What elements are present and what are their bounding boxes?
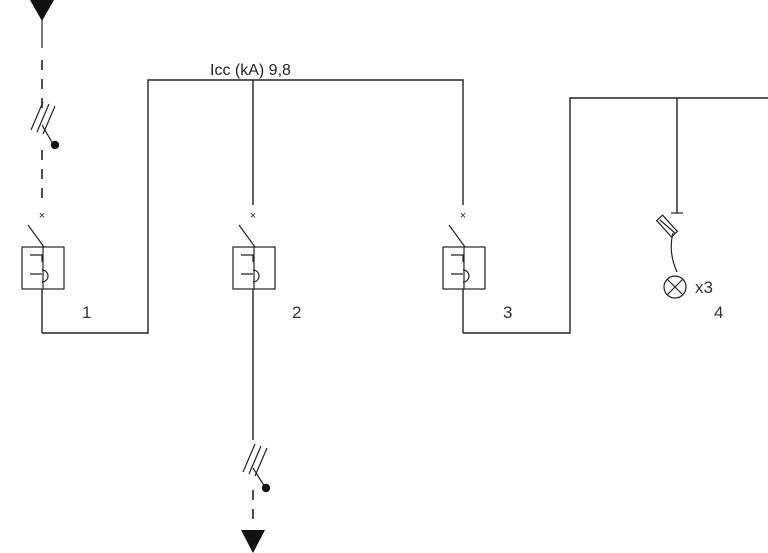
breaker-2-number: 2 [292,303,301,322]
svg-text:×: × [460,210,466,222]
three-phase-marker-icon [242,443,271,493]
outgoing-arrow-icon [241,530,265,553]
lamp-icon [663,275,687,299]
breaker-1: × [21,210,65,333]
lamp-multiplier: x3 [695,278,713,297]
link-3-to-lighting-bus [463,97,768,334]
breaker-3-number: 3 [503,303,512,322]
circuit-4-number: 4 [714,303,723,322]
breaker-2: × [232,80,276,440]
breaker-3: × [442,210,486,333]
icc-label: Icc (kA) 9,8 [210,62,291,79]
incoming-arrow-icon [30,0,54,21]
svg-text:×: × [250,210,256,222]
three-phase-marker-icon [30,101,60,150]
breaker-1-number: 1 [82,303,91,322]
incoming-feed [30,0,60,205]
lighting-circuit-4 [655,98,687,299]
link-1-to-busbar [42,79,464,334]
outgoing-feed [241,443,271,553]
svg-text:×: × [39,210,45,222]
fuse-icon [655,214,679,238]
